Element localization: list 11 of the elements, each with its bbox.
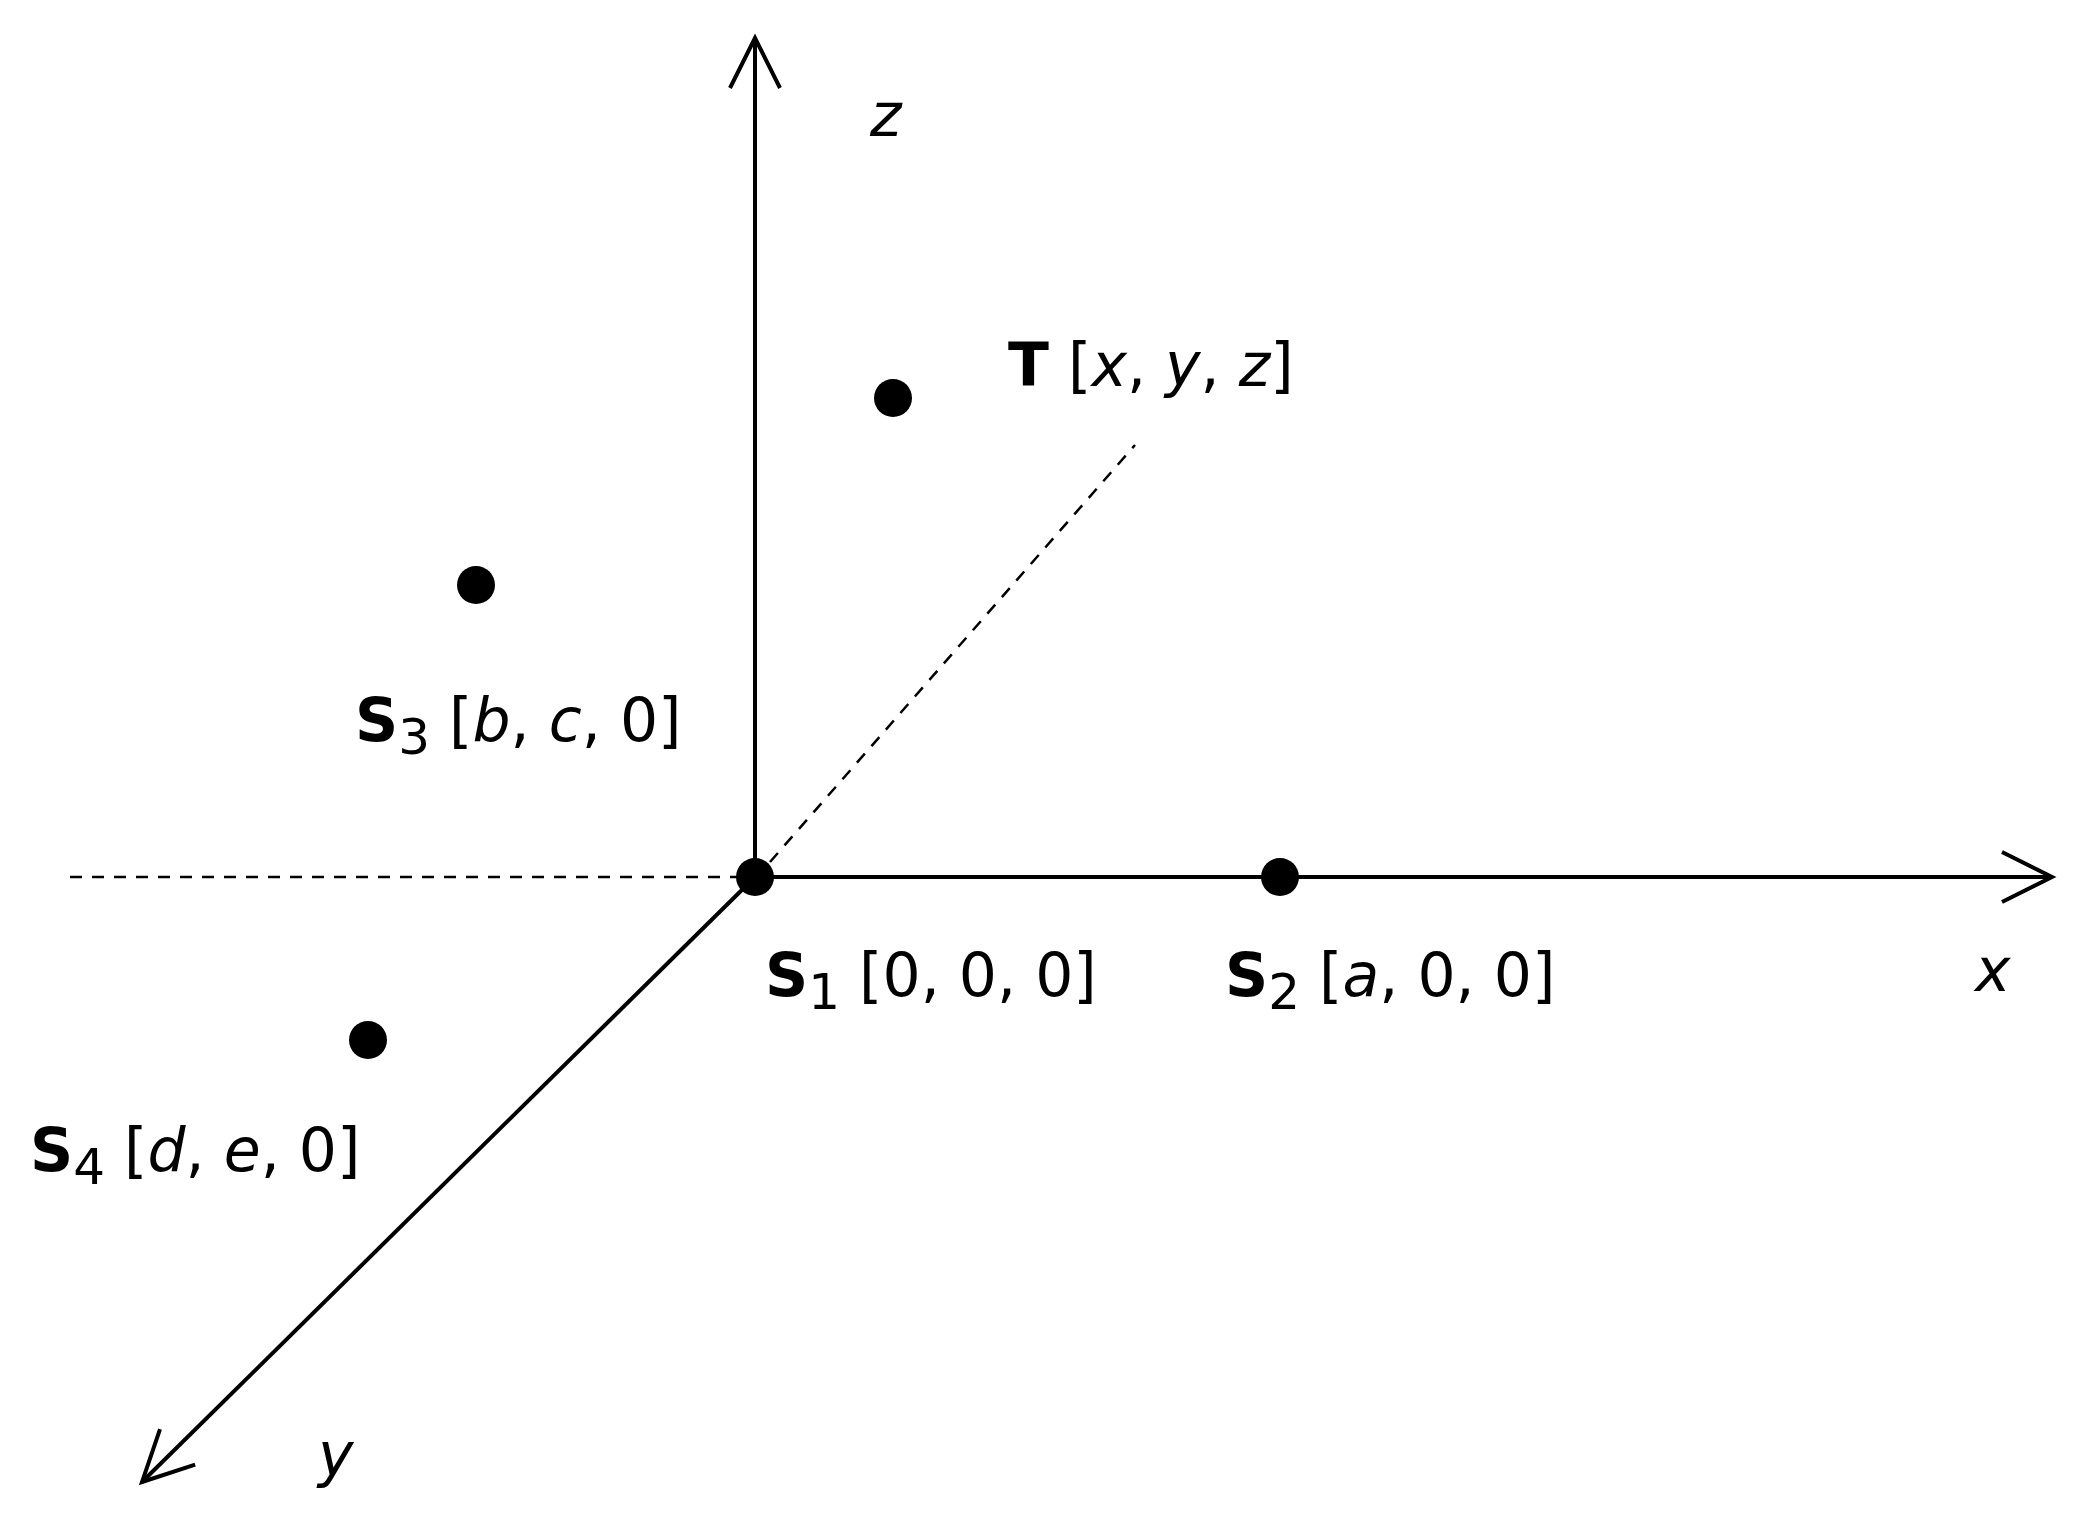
point-dot	[349, 1021, 387, 1059]
point-dot	[457, 566, 495, 604]
axis-label: z	[870, 85, 902, 145]
point-label: S$_{3}$ [b, c, 0]	[355, 690, 682, 762]
point-label: S$_{2}$ [a, 0, 0]	[1225, 945, 1556, 1017]
point-dot	[1261, 858, 1299, 896]
point-dot	[874, 379, 912, 417]
point-label: S$_{1}$ [0, 0, 0]	[765, 945, 1097, 1017]
point-label: S$_{4}$ [d, e, 0]	[30, 1120, 361, 1192]
axis-label: x	[1975, 940, 2011, 1000]
point-dot	[736, 858, 774, 896]
